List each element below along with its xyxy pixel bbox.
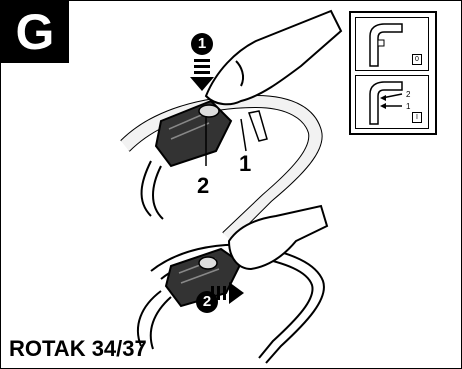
model-name: ROTAK 34/37 xyxy=(9,336,147,362)
switch-on-cell: 2 1 I xyxy=(355,75,429,129)
hand-top xyxy=(206,11,341,104)
cable-top xyxy=(142,161,163,219)
switch-diagram-inset: 0 2 1 I xyxy=(349,11,437,135)
switch-on-mark: I xyxy=(412,112,422,123)
switch-off-cell: 0 xyxy=(355,17,429,71)
callout-button: 2 xyxy=(197,173,209,199)
callout-handle: 1 xyxy=(239,151,251,177)
inset-label-2: 2 xyxy=(406,90,410,99)
step-1-marker: 1 xyxy=(191,33,213,55)
switch-off-mark: 0 xyxy=(412,54,422,65)
step-2-marker: 2 xyxy=(196,291,218,313)
inset-label-1: 1 xyxy=(406,102,410,111)
